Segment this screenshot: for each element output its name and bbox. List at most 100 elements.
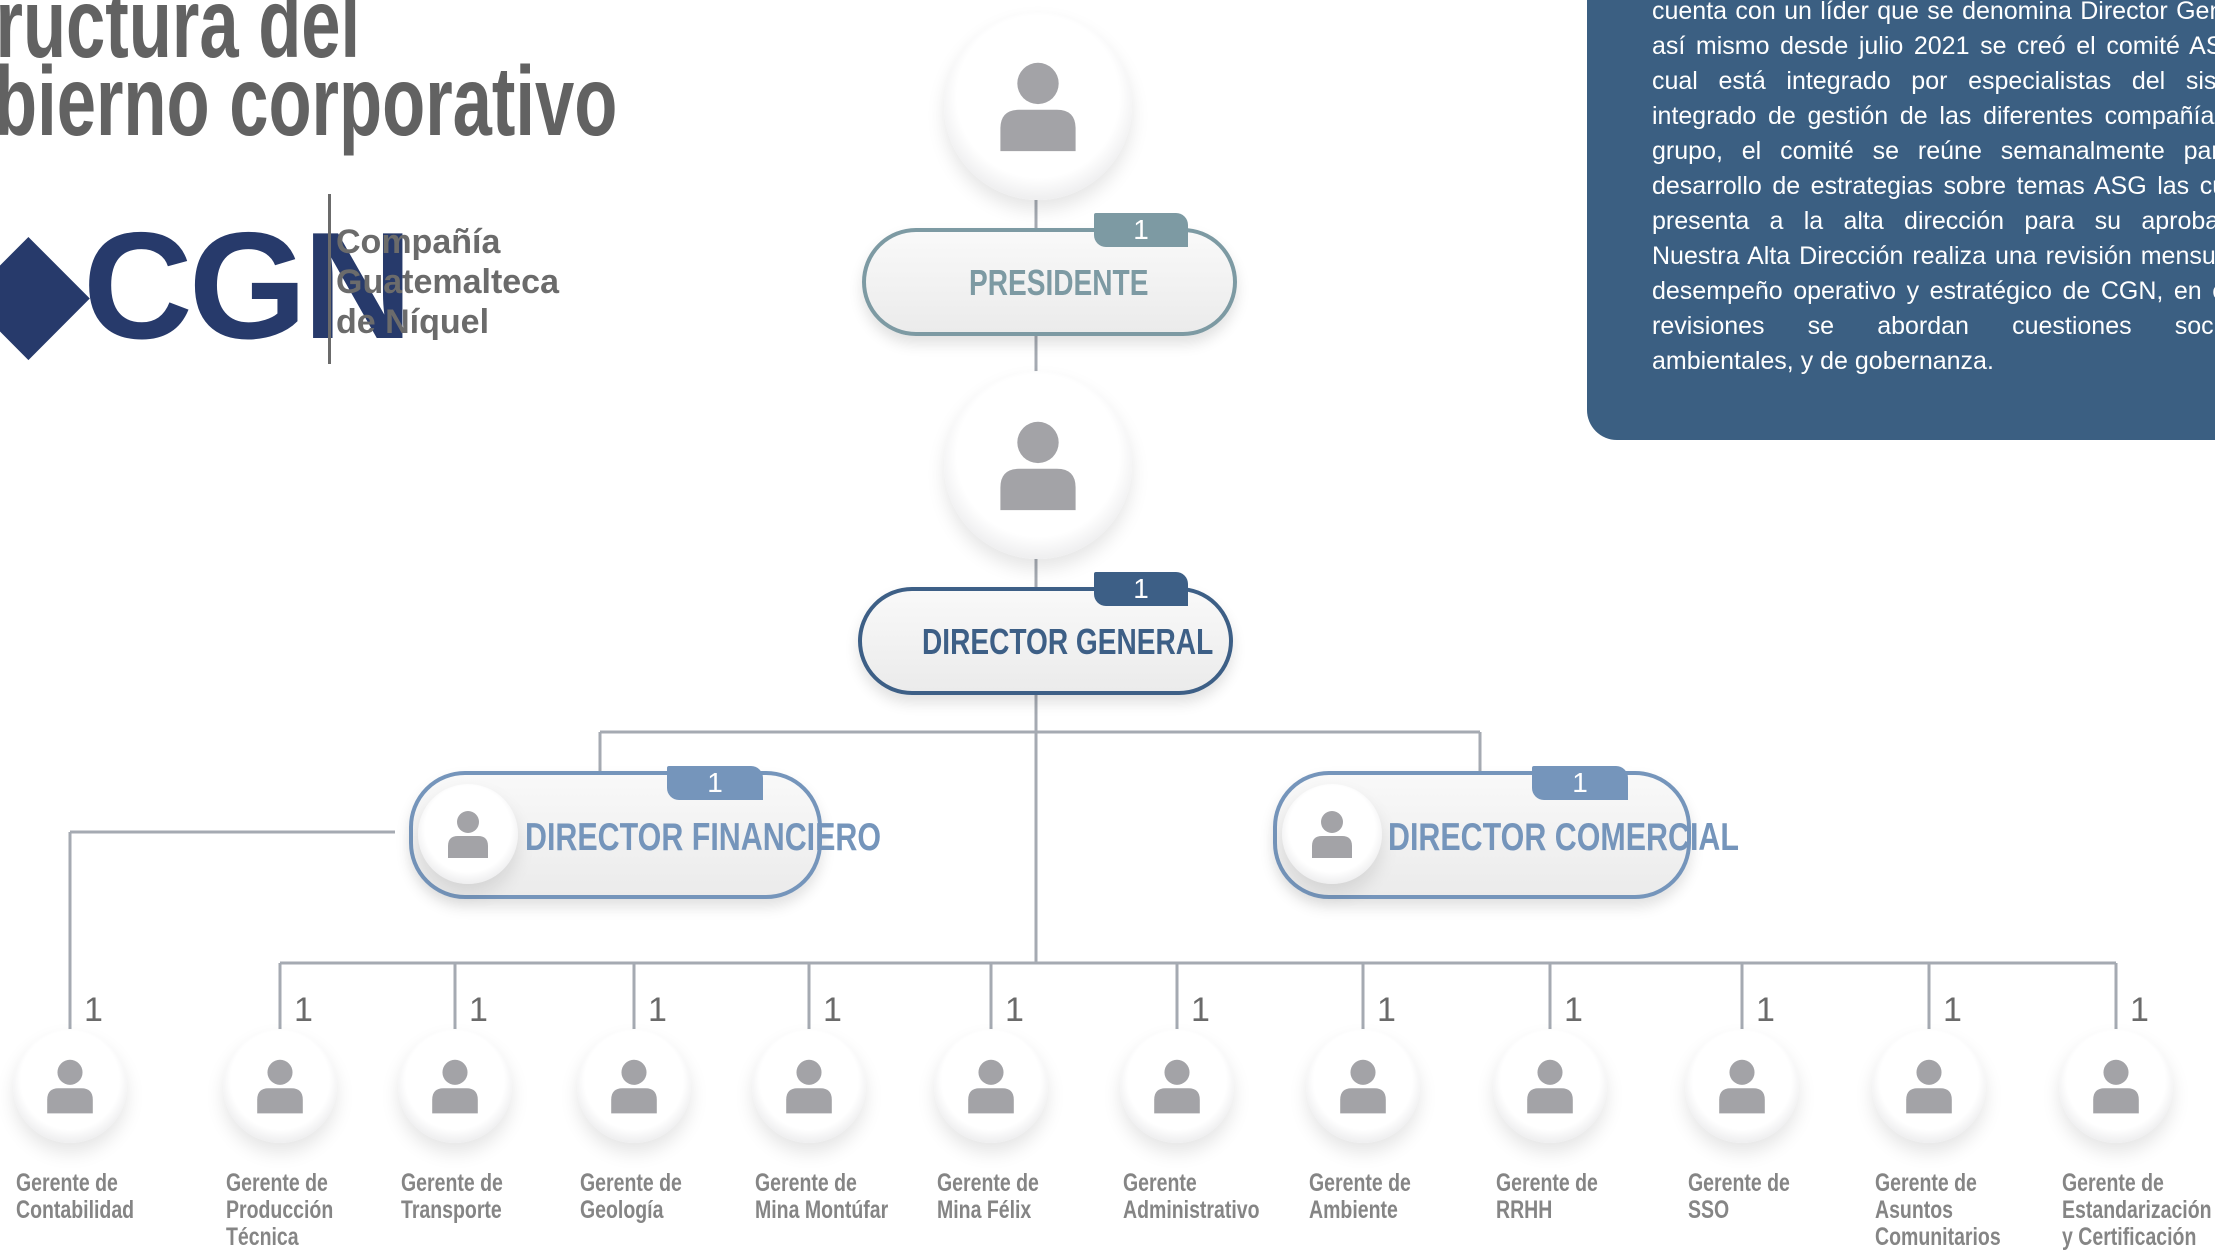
director-general-avatar <box>944 371 1132 559</box>
manager-title-line: Contabilidad <box>16 1196 135 1224</box>
manager-title-line: Transporte <box>401 1196 502 1224</box>
manager-avatar <box>752 1029 866 1143</box>
manager-title-line: Gerente de <box>580 1169 682 1197</box>
logo-name-line: Guatemalteca <box>336 263 559 301</box>
manager-count: 1 <box>823 991 842 1029</box>
director-comercial-avatar <box>1282 784 1382 884</box>
manager-count: 1 <box>1564 991 1583 1029</box>
manager-avatar <box>13 1029 127 1143</box>
person-icon <box>1527 1059 1573 1114</box>
manager-count: 1 <box>2130 991 2149 1029</box>
person-icon <box>47 1059 93 1114</box>
person-icon <box>2093 1059 2139 1114</box>
manager-title-line: Gerente de <box>401 1169 503 1197</box>
logo-leaf-icon: ◆ <box>0 201 87 371</box>
person-icon <box>432 1059 478 1114</box>
logo-divider <box>328 194 331 364</box>
manager-count: 1 <box>1377 991 1396 1029</box>
manager-title-line: Gerente de <box>937 1169 1039 1197</box>
manager-title-line: Gerente de <box>755 1169 857 1197</box>
logo-mark: ◆CGN <box>0 210 413 362</box>
presidente-avatar <box>944 12 1132 200</box>
manager-title-line: Mina Montúfar <box>755 1196 889 1224</box>
person-icon <box>1000 421 1076 511</box>
manager-count: 1 <box>84 991 103 1029</box>
manager-title-line: Gerente de <box>1875 1169 1977 1197</box>
manager-title-line: Gerente de <box>16 1169 118 1197</box>
manager-title-line: Gerente de <box>1688 1169 1790 1197</box>
page-title-line-1: tructura del <box>0 0 361 78</box>
manager-avatar <box>223 1029 337 1143</box>
person-icon <box>1719 1059 1765 1114</box>
person-icon <box>1000 62 1076 152</box>
presidente-count-badge: 1 <box>1094 213 1188 247</box>
manager-count: 1 <box>294 991 313 1029</box>
manager-avatar <box>1872 1029 1986 1143</box>
manager-title-line: Estandarización <box>2062 1196 2212 1224</box>
person-icon <box>448 811 488 858</box>
person-icon <box>1312 811 1352 858</box>
manager-count: 1 <box>469 991 488 1029</box>
logo-name-line: de Níquel <box>336 303 490 341</box>
manager-title-line: Gerente de <box>1309 1169 1411 1197</box>
manager-title-line: Gerente de <box>226 1169 328 1197</box>
person-icon <box>786 1059 832 1114</box>
manager-count: 1 <box>1191 991 1210 1029</box>
director-general-label: DIRECTOR GENERAL <box>922 621 1214 662</box>
manager-avatar <box>398 1029 512 1143</box>
person-icon <box>611 1059 657 1114</box>
manager-title-line: Mina Félix <box>937 1196 1032 1224</box>
logo-mark-text: CGN <box>82 201 413 371</box>
manager-count: 1 <box>1943 991 1962 1029</box>
manager-avatar <box>2059 1029 2173 1143</box>
manager-avatar <box>1493 1029 1607 1143</box>
person-icon <box>968 1059 1014 1114</box>
manager-count: 1 <box>1005 991 1024 1029</box>
person-icon <box>257 1059 303 1114</box>
manager-avatar <box>1685 1029 1799 1143</box>
manager-title-line: Gerente <box>1123 1169 1197 1197</box>
manager-title-line: Asuntos <box>1875 1196 1953 1224</box>
manager-title-line: Técnica <box>226 1223 299 1251</box>
info-panel-text: cuenta con un líder que se denomina Dire… <box>1652 0 2215 375</box>
director-financiero-count-badge: 1 <box>667 766 763 800</box>
director-comercial-count-badge: 1 <box>1532 766 1628 800</box>
person-icon <box>1154 1059 1200 1114</box>
manager-count: 1 <box>1756 991 1775 1029</box>
person-icon <box>1906 1059 1952 1114</box>
manager-avatar <box>1120 1029 1234 1143</box>
manager-title-line: Administrativo <box>1123 1196 1260 1224</box>
page-title-line-2: bierno corporativo <box>0 46 618 156</box>
info-panel <box>1587 0 2215 440</box>
presidente-label: PRESIDENTE <box>969 262 1149 303</box>
manager-count: 1 <box>648 991 667 1029</box>
manager-title-line: SSO <box>1688 1196 1730 1224</box>
manager-title-line: RRHH <box>1496 1196 1553 1224</box>
manager-avatar <box>934 1029 1048 1143</box>
director-financiero-label: DIRECTOR FINANCIERO <box>525 816 882 859</box>
logo-company-name: Compañía Guatemalteca de Níquel <box>336 222 559 342</box>
logo-name-line: Compañía <box>336 223 501 261</box>
director-financiero-avatar <box>418 784 518 884</box>
manager-title-line: Ambiente <box>1309 1196 1398 1224</box>
manager-title-line: Comunitarios <box>1875 1223 2001 1251</box>
manager-title-line: Geología <box>580 1196 664 1224</box>
manager-avatar <box>1306 1029 1420 1143</box>
manager-avatar <box>577 1029 691 1143</box>
manager-title-line: y Certificación <box>2062 1223 2197 1251</box>
director-comercial-label: DIRECTOR COMERCIAL <box>1388 816 1739 859</box>
director-general-count-badge: 1 <box>1094 572 1188 606</box>
